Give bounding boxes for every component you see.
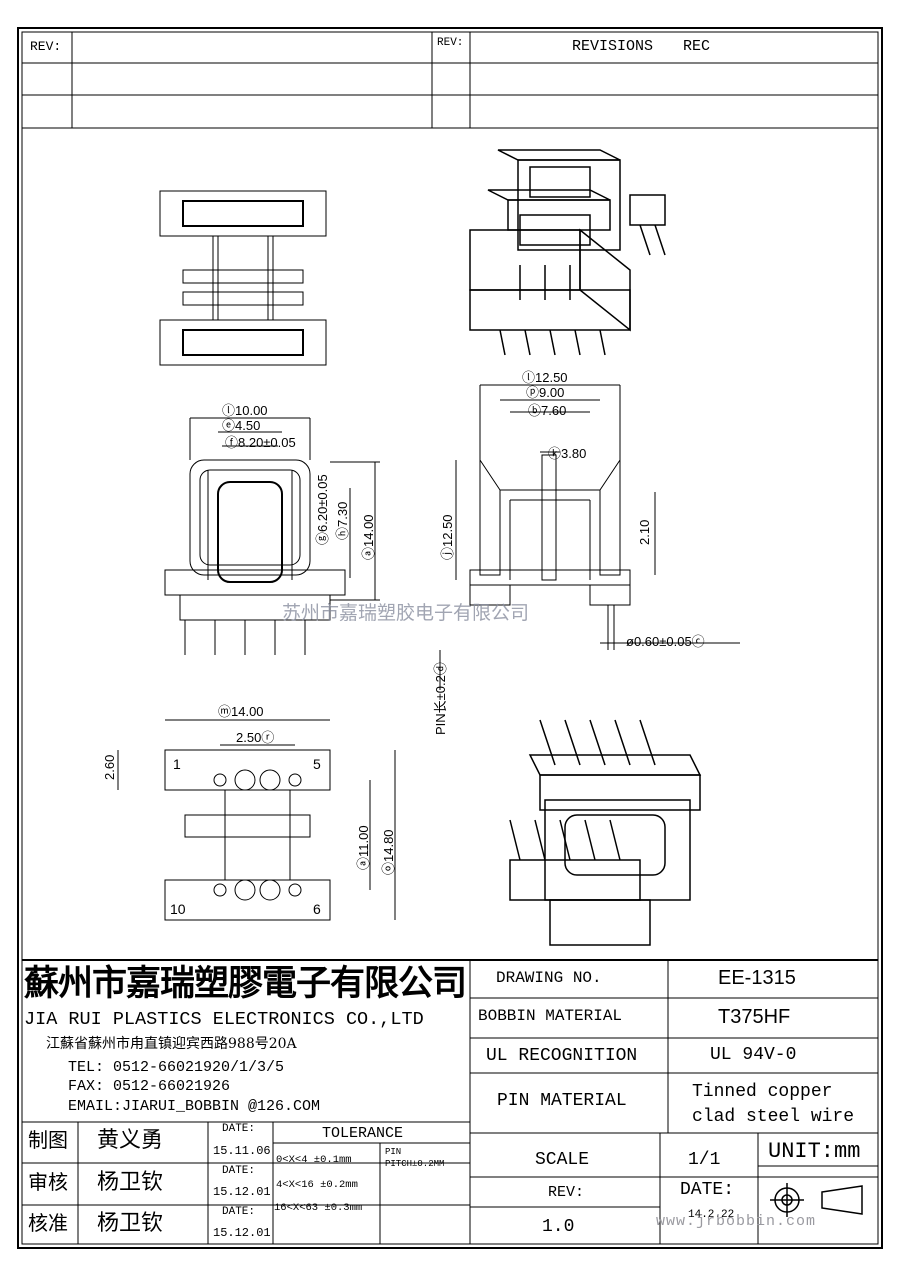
pin-label-10: 10 (170, 901, 186, 917)
company-tel: TEL: 0512-66021920/1/3/5 (68, 1059, 285, 1076)
front-view-left (164, 417, 380, 655)
tolerance-row-1: 4<X<16 ±0.2mm (276, 1179, 358, 1191)
signoff-date-label-0: DATE: (222, 1123, 256, 1135)
outer-border (17, 27, 883, 1249)
dim-r: 2.50ⓡ (236, 730, 275, 745)
dim-m: ⓜ14.00 (218, 704, 264, 719)
inner-border (21, 31, 879, 1245)
bobbin-material-label: BOBBIN MATERIAL (478, 1007, 623, 1025)
pin-material-line1: Tinned copper (692, 1082, 833, 1102)
isometric-view-bottom (509, 719, 702, 946)
dim-h: ⓗ7.30 (335, 501, 350, 540)
dim-j: ⓙ12.50 (440, 514, 455, 560)
pin-label-6: 6 (313, 901, 321, 917)
pin-label-1: 1 (173, 756, 181, 772)
dim-f: ⓕ8.20±0.05 (225, 435, 296, 450)
unit-label: UNIT:mm (768, 1139, 861, 1164)
rev-value: 1.0 (542, 1217, 575, 1237)
dim-2-10: 2.10 (637, 519, 652, 545)
dim-pin-length: PIN长±0.2ⓓ (433, 662, 448, 735)
tolerance-title: TOLERANCE (322, 1125, 404, 1142)
ul-recognition-label: UL RECOGNITION (486, 1046, 638, 1066)
rev-label: REV: (548, 1184, 585, 1201)
dim-i: ⓛ10.00 (222, 403, 268, 418)
dim-a: ⓐ14.00 (361, 514, 376, 560)
signoff-date-2: 15.12.01 (213, 1226, 271, 1240)
rec-label: REC (683, 38, 711, 55)
scale-label: SCALE (535, 1150, 590, 1170)
pin-label-5: 5 (313, 756, 321, 772)
pin-material-label: PIN MATERIAL (497, 1091, 627, 1111)
company-fax: FAX: 0512-66021926 (68, 1078, 231, 1095)
signoff-role-2: 核准 (28, 1211, 68, 1235)
tolerance-row-0: 0<X<4 ±0.1mm (276, 1154, 352, 1166)
signoff-role-1: 审核 (28, 1170, 68, 1194)
top-view-drawing (159, 190, 327, 366)
drawing-no-label: DRAWING NO. (496, 969, 602, 987)
company-email: EMAIL:JIARUI_BOBBIN @126.COM (68, 1098, 321, 1115)
dim-n: ⓐ11.00 (356, 825, 371, 870)
pin-material-line2: clad steel wire (692, 1107, 855, 1127)
date-label: DATE: (680, 1180, 735, 1200)
tolerance-pin-pitch: PITCH±0.2MM (385, 1159, 445, 1169)
bobbin-material-value: T375HF (718, 1006, 791, 1028)
signoff-date-1: 15.12.01 (213, 1185, 271, 1199)
signoff-name-2: 杨卫钦 (97, 1211, 164, 1236)
dim-l: ⓛ12.50 (522, 370, 568, 385)
scale-value: 1/1 (688, 1150, 721, 1170)
revisions-label: REVISIONS (572, 38, 654, 55)
dim-pin-dia: ø0.60±0.05ⓒ (626, 634, 705, 649)
company-name-en: JIA RUI PLASTICS ELECTRONICS CO.,LTD (24, 1009, 424, 1030)
ul-recognition-value: UL 94V-0 (710, 1045, 797, 1065)
watermark-text: 苏州市嘉瑞塑胶电子有限公司 (282, 602, 530, 624)
signoff-date-0: 15.11.06 (213, 1144, 271, 1158)
signoff-role-0: 制图 (28, 1128, 68, 1152)
dim-o: ⓞ14.80 (381, 829, 396, 875)
dim-e: ⓔ4.50 (222, 418, 261, 433)
side-view-right (439, 384, 740, 690)
bottom-view-left (117, 719, 396, 921)
rev-label-right: REV: (437, 37, 464, 49)
dim-b: ⓑ7.60 (528, 403, 567, 418)
projection-symbol (770, 1183, 863, 1217)
signoff-name-1: 杨卫钦 (97, 1170, 164, 1195)
company-name-cn: 蘇州市嘉瑞塑膠電子有限公司 (24, 963, 467, 1004)
dim-2-60: 2.60 (102, 754, 117, 780)
dim-p: ⓟ9.00 (526, 385, 565, 400)
website-watermark: www.jrbobbin.com (656, 1213, 817, 1230)
date-value: 14.2.22 (688, 1209, 735, 1221)
tolerance-pin-label: PIN (385, 1147, 402, 1157)
signoff-date-label-1: DATE: (222, 1165, 256, 1177)
isometric-view-top (469, 149, 666, 356)
signoff-name-0: 黄义勇 (97, 1128, 164, 1153)
tolerance-row-2: 16<X<63 ±0.3mm (274, 1202, 363, 1214)
dim-g: ⓖ6.20±0.05 (315, 474, 330, 545)
drawing-no-value: EE-1315 (718, 967, 796, 989)
rev-label-left: REV: (30, 39, 62, 54)
company-address: 江蘇省蘇州市甪直镇迎宾西路988号20A (46, 1036, 297, 1052)
dim-k: ⓚ3.80 (548, 446, 587, 461)
title-block-grid (22, 959, 878, 1244)
signoff-date-label-2: DATE: (222, 1206, 256, 1218)
